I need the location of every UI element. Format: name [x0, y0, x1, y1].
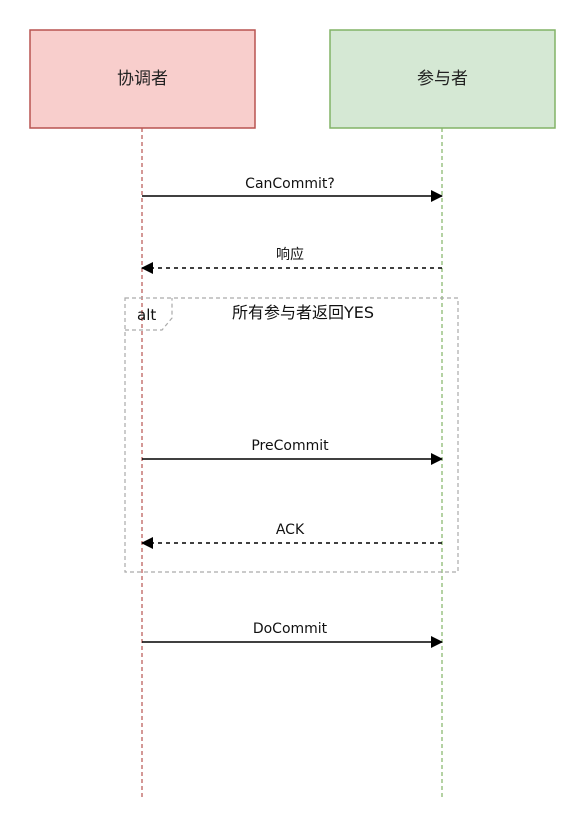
participant-label: 参与者 — [417, 69, 468, 89]
message-label: ACK — [276, 522, 305, 538]
coordinator-box[interactable]: 协调者 — [29, 29, 256, 129]
alt-keyword: alt — [137, 306, 156, 324]
participant-box[interactable]: 参与者 — [329, 29, 556, 129]
message-label: CanCommit? — [245, 176, 335, 192]
message-cancommit: CanCommit? — [142, 176, 443, 202]
alt-frame-border — [124, 297, 459, 573]
alt-frame-tab — [125, 298, 173, 331]
coordinator-label: 协调者 — [117, 69, 168, 89]
message-ack: ACK — [141, 522, 442, 549]
message-docommit: DoCommit — [142, 621, 443, 648]
message-precommit: PreCommit — [142, 438, 443, 465]
alt-condition: 所有参与者返回YES — [232, 303, 374, 322]
alt-frame: alt 所有参与者返回YES — [124, 297, 459, 573]
message-label: DoCommit — [253, 621, 328, 637]
message-label: 响应 — [276, 246, 304, 263]
message-response: 响应 — [141, 246, 442, 274]
message-label: PreCommit — [251, 438, 329, 454]
